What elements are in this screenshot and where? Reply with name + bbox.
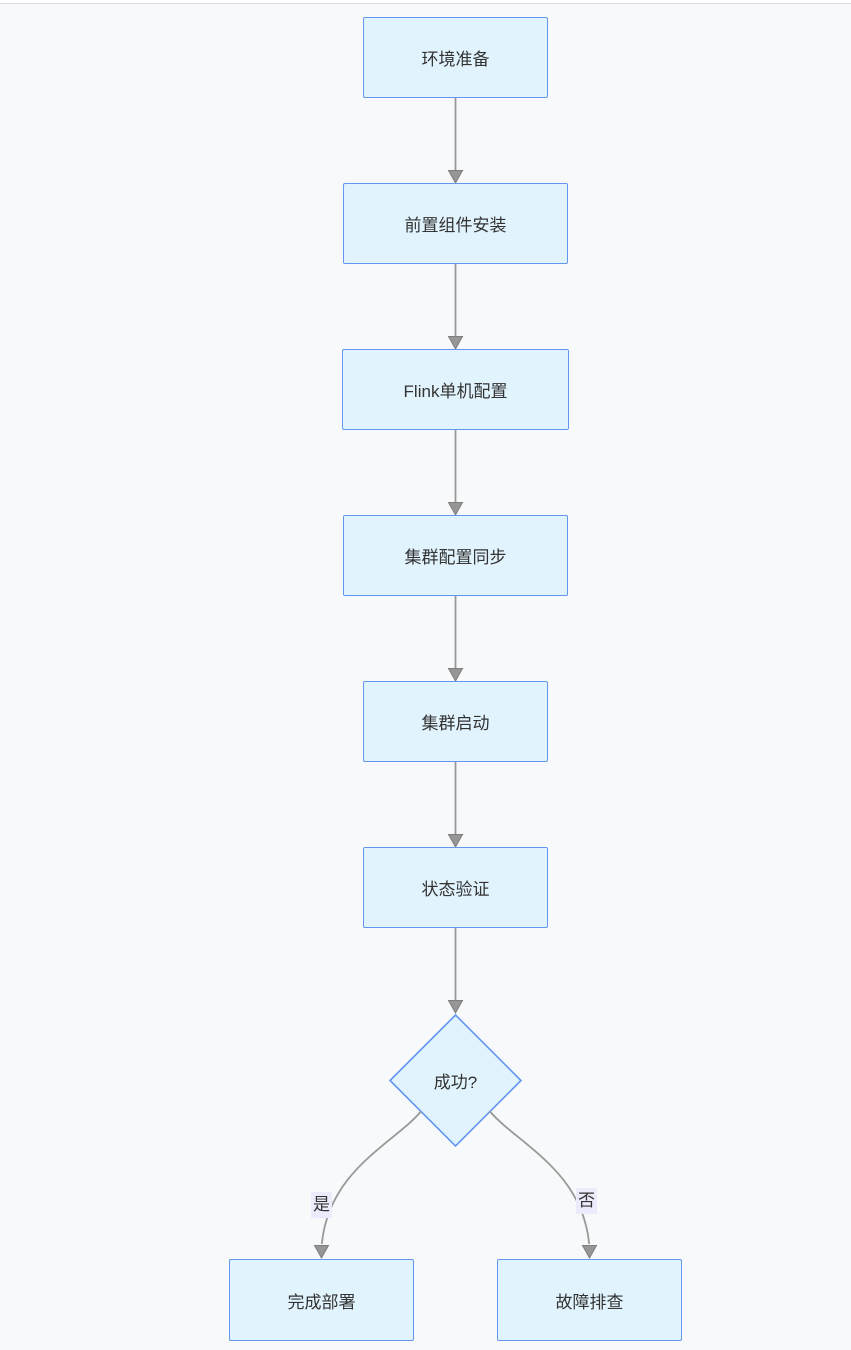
edge-label-yes: 是 (311, 1192, 332, 1218)
arrowhead-icon (447, 170, 464, 185)
node-label: 前置组件安装 (404, 216, 507, 235)
node-success-decision-shape (388, 1013, 523, 1148)
arrowhead-icon (447, 336, 464, 351)
edge-decision-no (489, 1110, 591, 1245)
node-label: 集群配置同步 (404, 548, 507, 567)
node-success-decision: 成功? (375, 1060, 536, 1101)
node-status-verify: 状态验证 (363, 847, 548, 928)
node-label: 完成部署 (287, 1292, 356, 1312)
arrowhead-icon (447, 834, 464, 849)
node-deploy-complete: 完成部署 (229, 1259, 414, 1341)
node-label: 故障排查 (555, 1292, 624, 1312)
node-troubleshoot: 故障排查 (497, 1259, 682, 1341)
node-label: 状态验证 (421, 880, 490, 899)
node-cluster-config-sync: 集群配置同步 (343, 515, 568, 596)
arrowhead-icon (447, 668, 464, 683)
node-cluster-start: 集群启动 (363, 681, 548, 762)
arrowhead-icon (313, 1245, 330, 1260)
edge-decision-yes (320, 1110, 422, 1245)
top-divider (0, 0, 851, 4)
node-label: 集群启动 (421, 714, 490, 733)
node-pre-components-install: 前置组件安装 (343, 183, 568, 264)
node-label: 成功? (433, 1073, 478, 1092)
arrowhead-icon (581, 1245, 598, 1260)
edge-label-no: 否 (576, 1188, 597, 1214)
arrowhead-icon (447, 1000, 464, 1015)
node-label: 环境准备 (421, 50, 490, 69)
node-flink-standalone-config: Flink单机配置 (342, 349, 569, 430)
arrowhead-icon (447, 502, 464, 517)
node-env-prep: 环境准备 (363, 17, 548, 98)
node-label: Flink单机配置 (403, 382, 508, 401)
